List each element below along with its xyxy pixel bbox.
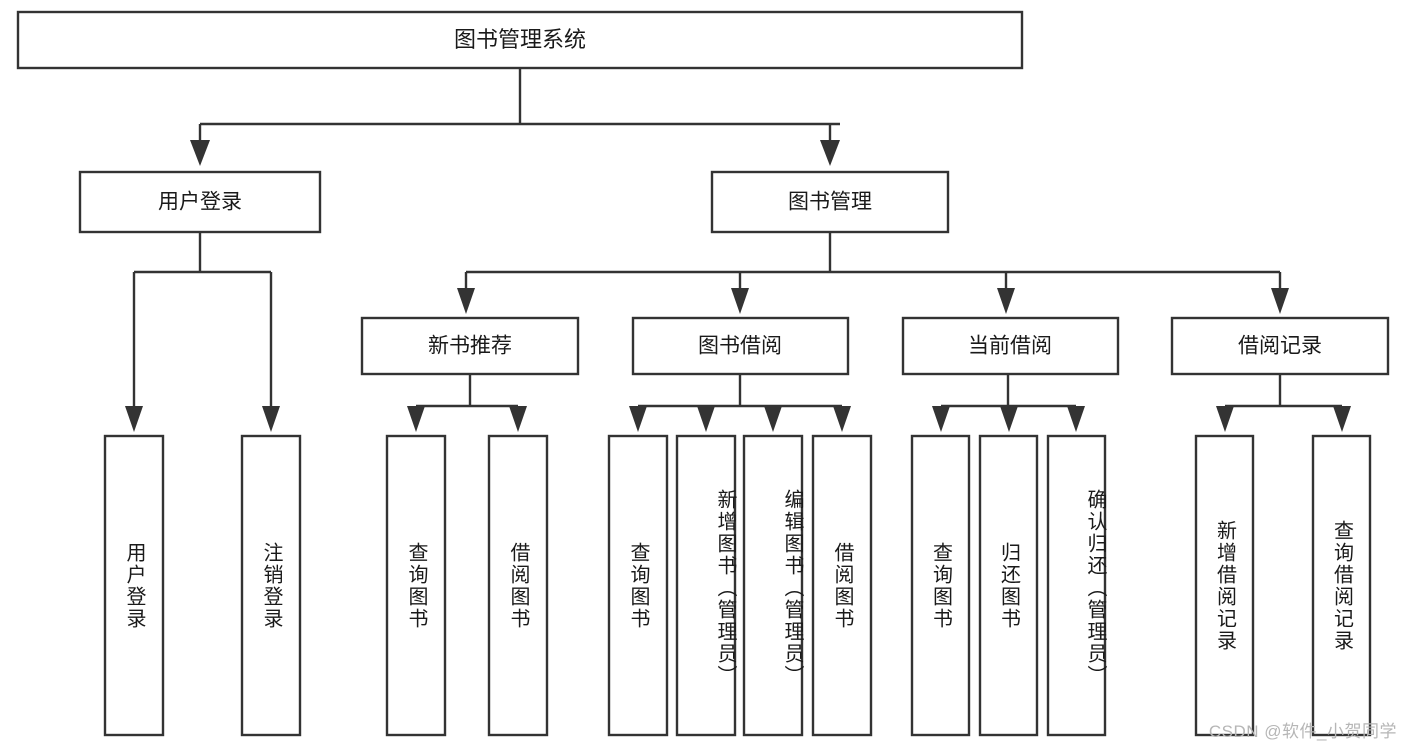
node-leaf-query-book-1-box[interactable] — [385, 434, 447, 737]
arrow-head-current-borrow — [997, 288, 1015, 314]
connector-user-login-to-leaves — [125, 232, 280, 432]
node-leaf-add-book-box[interactable] — [675, 434, 737, 737]
node-new-book-recommend-box[interactable] — [360, 316, 580, 376]
arrow-head-book-borrow — [731, 288, 749, 314]
connector-current-borrow-to-leaves — [932, 374, 1085, 432]
node-leaf-borrow-book-1-box[interactable] — [487, 434, 549, 737]
node-leaf-confirm-return-label: 确认归还（管理员） — [1084, 488, 1106, 687]
node-leaf-query-book-2-label: 查询图书 — [627, 541, 649, 630]
node-leaf-return-book-label: 归还图书 — [997, 541, 1020, 630]
node-leaf-query-book-3-label: 查询图书 — [929, 541, 952, 630]
arrow-head-leaf-edit-book — [764, 406, 782, 432]
leaf-boxes — [103, 434, 1372, 737]
arrow-head-leaf-add-record — [1216, 406, 1234, 432]
node-leaf-query-book-1-label: 查询图书 — [405, 541, 427, 630]
node-borrow-record-box[interactable] — [1170, 316, 1390, 376]
node-user-login-label: 用户登录 — [158, 191, 242, 214]
node-leaf-user-login-label: 用户登录 — [123, 541, 145, 630]
connector-book-borrow-to-leaves — [629, 374, 851, 432]
node-book-manage-label: 图书管理 — [788, 191, 872, 214]
node-leaf-add-record-box[interactable] — [1194, 434, 1255, 737]
arrow-head-leaf-borrow-book-2 — [833, 406, 851, 432]
node-borrow-record[interactable]: 借阅记录 — [1170, 316, 1390, 376]
arrow-head-leaf-user-logout — [262, 406, 280, 432]
node-leaf-user-logout-label: 注销登录 — [260, 541, 282, 630]
arrow-head-leaf-add-book — [697, 406, 715, 432]
arrow-head-borrow-record — [1271, 288, 1289, 314]
node-new-book-recommend[interactable]: 新书推荐 — [360, 316, 580, 376]
node-book-manage-box[interactable] — [710, 170, 950, 234]
arrow-head-user-login — [190, 140, 210, 166]
arrow-head-leaf-return-book — [1000, 406, 1018, 432]
node-leaf-query-record-label: 查询借阅记录 — [1330, 519, 1353, 652]
node-leaf-query-book-2-box[interactable] — [607, 434, 669, 737]
node-root-box[interactable] — [16, 10, 1024, 70]
node-leaf-user-login-box[interactable] — [103, 434, 165, 737]
node-leaf-edit-book-label: 编辑图书（管理员） — [781, 488, 803, 687]
node-borrow-record-label: 借阅记录 — [1238, 335, 1322, 358]
node-book-borrow-label: 图书借阅 — [698, 335, 782, 358]
node-leaf-borrow-book-2-box[interactable] — [811, 434, 873, 737]
arrow-head-leaf-query-book-1 — [407, 406, 425, 432]
node-book-borrow[interactable]: 图书借阅 — [631, 316, 850, 376]
node-book-manage[interactable]: 图书管理 — [710, 170, 950, 234]
node-root[interactable]: 图书管理系统 — [16, 10, 1024, 70]
node-leaf-confirm-return-box[interactable] — [1046, 434, 1107, 737]
node-new-book-recommend-label: 新书推荐 — [428, 335, 512, 358]
node-root-label: 图书管理系统 — [454, 27, 586, 52]
node-book-borrow-box[interactable] — [631, 316, 850, 376]
connector-book-manage-to-level3 — [457, 232, 1289, 314]
node-current-borrow-box[interactable] — [901, 316, 1120, 376]
connector-new-book-to-leaves — [407, 374, 527, 432]
arrow-head-leaf-query-record — [1333, 406, 1351, 432]
arrow-head-leaf-query-book-2 — [629, 406, 647, 432]
node-current-borrow[interactable]: 当前借阅 — [901, 316, 1120, 376]
arrow-head-leaf-query-book-3 — [932, 406, 950, 432]
arrow-head-leaf-user-login — [125, 406, 143, 432]
node-leaf-borrow-book-1-label: 借阅图书 — [507, 541, 529, 630]
arrow-head-leaf-borrow-book-1 — [509, 406, 527, 432]
arrow-head-new-book-recommend — [457, 288, 475, 314]
node-current-borrow-label: 当前借阅 — [968, 335, 1052, 358]
node-user-login[interactable]: 用户登录 — [78, 170, 322, 234]
node-leaf-add-record-label: 新增借阅记录 — [1213, 519, 1236, 652]
node-leaf-edit-book-box[interactable] — [742, 434, 804, 737]
node-leaf-query-record-box[interactable] — [1311, 434, 1372, 737]
node-leaf-return-book-box[interactable] — [978, 434, 1039, 737]
node-user-login-box[interactable] — [78, 170, 322, 234]
connector-root-to-level2 — [190, 68, 840, 166]
node-leaf-query-book-3-box[interactable] — [910, 434, 971, 737]
node-leaf-add-book-label: 新增图书（管理员） — [714, 488, 736, 687]
node-leaf-user-logout-box[interactable] — [240, 434, 302, 737]
arrow-head-book-manage — [820, 140, 840, 166]
arrow-head-leaf-confirm-return — [1067, 406, 1085, 432]
watermark: CSDN @软件_小贺同学 — [1208, 722, 1397, 741]
connector-borrow-record-to-leaves — [1216, 374, 1351, 432]
node-leaf-borrow-book-2-label: 借阅图书 — [831, 541, 853, 630]
